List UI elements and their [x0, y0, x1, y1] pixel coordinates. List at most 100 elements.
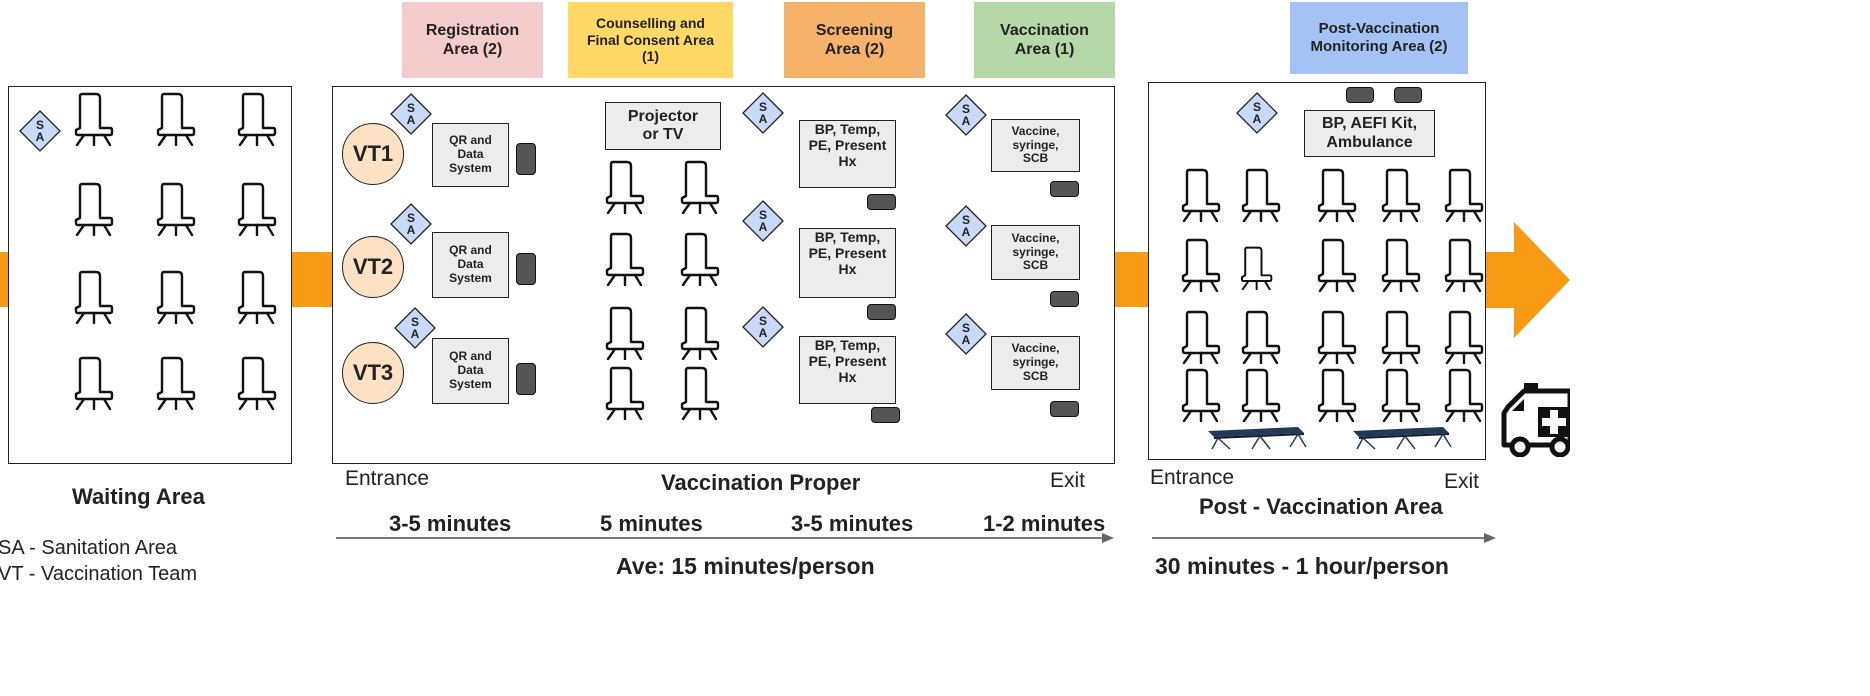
chair-icon — [70, 356, 114, 410]
chair-icon — [233, 270, 277, 324]
chair-icon — [676, 366, 720, 420]
chair-icon — [1313, 168, 1357, 222]
exit-label: Exit — [1050, 469, 1086, 492]
registration-area-header: Registration Area (2) — [402, 2, 543, 78]
chair-icon — [70, 270, 114, 324]
chair-icon — [601, 232, 645, 286]
vaccination-team-vt1: VT1 — [342, 123, 404, 185]
post-time-label: 30 minutes - 1 hour/person — [1155, 553, 1449, 579]
vaccine-station: Vaccine, syringe, SCB — [991, 336, 1080, 390]
screening-station: BP, Temp, PE, Present Hx — [799, 228, 896, 298]
chair-icon — [152, 182, 196, 236]
chair-icon — [1440, 238, 1484, 292]
vaccine-station: Vaccine, syringe, SCB — [991, 225, 1080, 280]
post-vaccination-area-label: Post - Vaccination Area — [1199, 494, 1443, 519]
waiting-area-label: Waiting Area — [72, 484, 205, 509]
registration-time: 3-5 minutes — [389, 511, 512, 536]
chair-icon — [1313, 238, 1357, 292]
chair-icon — [233, 182, 277, 236]
chair-icon — [1440, 368, 1484, 422]
chair-icon — [1377, 310, 1421, 364]
chair-icon — [152, 356, 196, 410]
legend-vt: VT - Vaccination Team — [0, 563, 197, 585]
chair-icon — [1377, 168, 1421, 222]
chair-icon — [601, 366, 645, 420]
entrance-label: Entrance — [345, 467, 430, 490]
monitoring-kit-box: BP, AEFI Kit, Ambulance — [1304, 110, 1435, 157]
chair-icon — [1377, 368, 1421, 422]
flow-arrow-left — [0, 252, 8, 307]
device-icon — [516, 253, 536, 285]
hospital-bed-icon — [1208, 427, 1307, 450]
device-icon — [1050, 401, 1079, 417]
device-icon — [1394, 87, 1422, 103]
chair-icon — [152, 92, 196, 146]
screening-area-header: Screening Area (2) — [784, 2, 925, 78]
device-icon — [871, 407, 900, 423]
post-vaccination-monitoring-header: Post-Vaccination Monitoring Area (2) — [1290, 2, 1468, 74]
chair-icon — [1237, 368, 1281, 422]
flow-arrow-icon — [1486, 222, 1570, 338]
chair-icon — [1440, 168, 1484, 222]
device-icon — [1346, 87, 1374, 103]
ambulance-icon — [1501, 383, 1570, 457]
chair-icon — [233, 92, 277, 146]
screening-station: BP, Temp, PE, Present Hx — [799, 336, 896, 404]
device-icon — [1050, 291, 1079, 307]
device-icon — [516, 143, 536, 175]
vaccination-proper-label: Vaccination Proper — [661, 470, 861, 495]
chair-icon — [676, 160, 720, 214]
device-icon — [867, 194, 896, 210]
chair-icon — [233, 356, 277, 410]
device-icon — [1050, 181, 1079, 197]
chair-icon — [1177, 168, 1221, 222]
screening-station: BP, Temp, PE, Present Hx — [799, 120, 896, 188]
registration-desk: QR and Data System — [432, 123, 509, 187]
registration-desk: QR and Data System — [432, 338, 509, 404]
chair-icon — [70, 182, 114, 236]
chair-icon — [1177, 368, 1221, 422]
legend-sa: SA - Sanitation Area — [0, 537, 178, 559]
post-entrance-label: Entrance — [1150, 466, 1235, 489]
hospital-bed-icon — [1353, 427, 1452, 450]
vaccination-team-vt3: VT3 — [342, 342, 404, 404]
chair-icon — [70, 92, 114, 146]
device-icon — [516, 363, 536, 395]
timeline-arrow — [1152, 533, 1496, 543]
post-exit-label: Exit — [1444, 470, 1480, 493]
vaccination-time: 1-2 minutes — [983, 511, 1106, 536]
vaccination-team-vt2: VT2 — [342, 236, 404, 298]
chair-icon — [1237, 168, 1281, 222]
counselling-area-header: Counselling and Final Consent Area (1) — [568, 2, 733, 78]
chair-icon — [601, 306, 645, 360]
timeline-arrow — [336, 533, 1114, 543]
chair-icon — [1313, 368, 1357, 422]
chair-icon — [1313, 310, 1357, 364]
chair-icon — [1237, 310, 1281, 364]
flow-arrow-vaccination-to-post — [1115, 252, 1148, 307]
chair-icon — [1177, 310, 1221, 364]
counselling-time: 5 minutes — [600, 511, 703, 536]
chair-icon — [1237, 246, 1273, 290]
chair-icon — [1377, 238, 1421, 292]
chair-icon — [152, 270, 196, 324]
chair-icon — [676, 306, 720, 360]
flow-arrow-waiting-to-vaccination — [292, 252, 332, 307]
chair-icon — [601, 160, 645, 214]
vaccination-area-header: Vaccination Area (1) — [974, 2, 1115, 78]
registration-desk: QR and Data System — [432, 232, 509, 298]
average-time-label: Ave: 15 minutes/person — [616, 553, 875, 579]
screening-time: 3-5 minutes — [791, 511, 914, 536]
vaccine-station: Vaccine, syringe, SCB — [991, 119, 1080, 172]
device-icon — [867, 304, 896, 320]
